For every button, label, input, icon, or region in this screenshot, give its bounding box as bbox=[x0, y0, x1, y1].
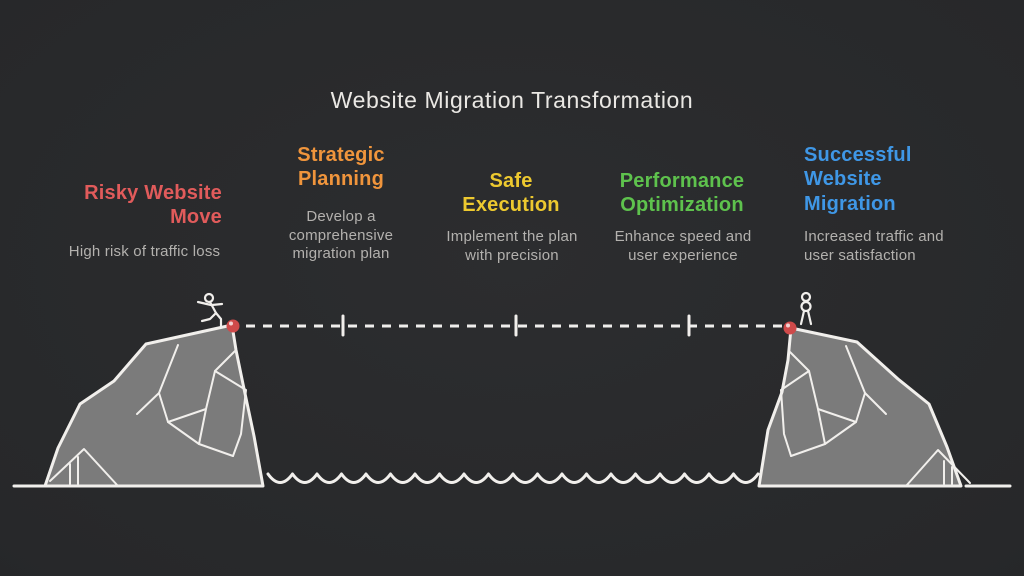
right-cliff-facets bbox=[780, 345, 971, 487]
bridge-dashed-line bbox=[246, 314, 782, 337]
stage-risky-website-move-description: High risk of traffic loss bbox=[68, 243, 221, 260]
person-standing-icon bbox=[799, 291, 813, 326]
stage-strategic-planning-title: Strategic Planning bbox=[297, 144, 385, 191]
stage-risky-website-move-title: Risky Website Move bbox=[84, 182, 222, 229]
stage-strategic-planning-description: Develop a comprehensive migration plan bbox=[288, 208, 394, 263]
page-title: Website Migration Transformation bbox=[330, 87, 694, 113]
end-marker bbox=[783, 321, 797, 335]
stage-successful-website-migration-title: Successful Website Migration bbox=[804, 144, 912, 215]
start-marker bbox=[226, 319, 240, 333]
stage-safe-execution-title: Safe Execution bbox=[462, 170, 560, 217]
stage-performance-optimization-description: Enhance speed and user experience bbox=[614, 228, 752, 264]
person-walking-icon bbox=[196, 292, 224, 328]
stage-safe-execution-description: Implement the plan with precision bbox=[446, 228, 578, 264]
stage-performance-optimization-title: Performance Optimization bbox=[619, 170, 745, 217]
water-wave-line bbox=[266, 472, 760, 484]
stage-successful-website-migration-description: Increased traffic and user satisfaction bbox=[804, 228, 944, 264]
left-cliff bbox=[43, 323, 265, 488]
left-cliff-facets bbox=[49, 344, 247, 487]
right-cliff bbox=[757, 326, 971, 488]
